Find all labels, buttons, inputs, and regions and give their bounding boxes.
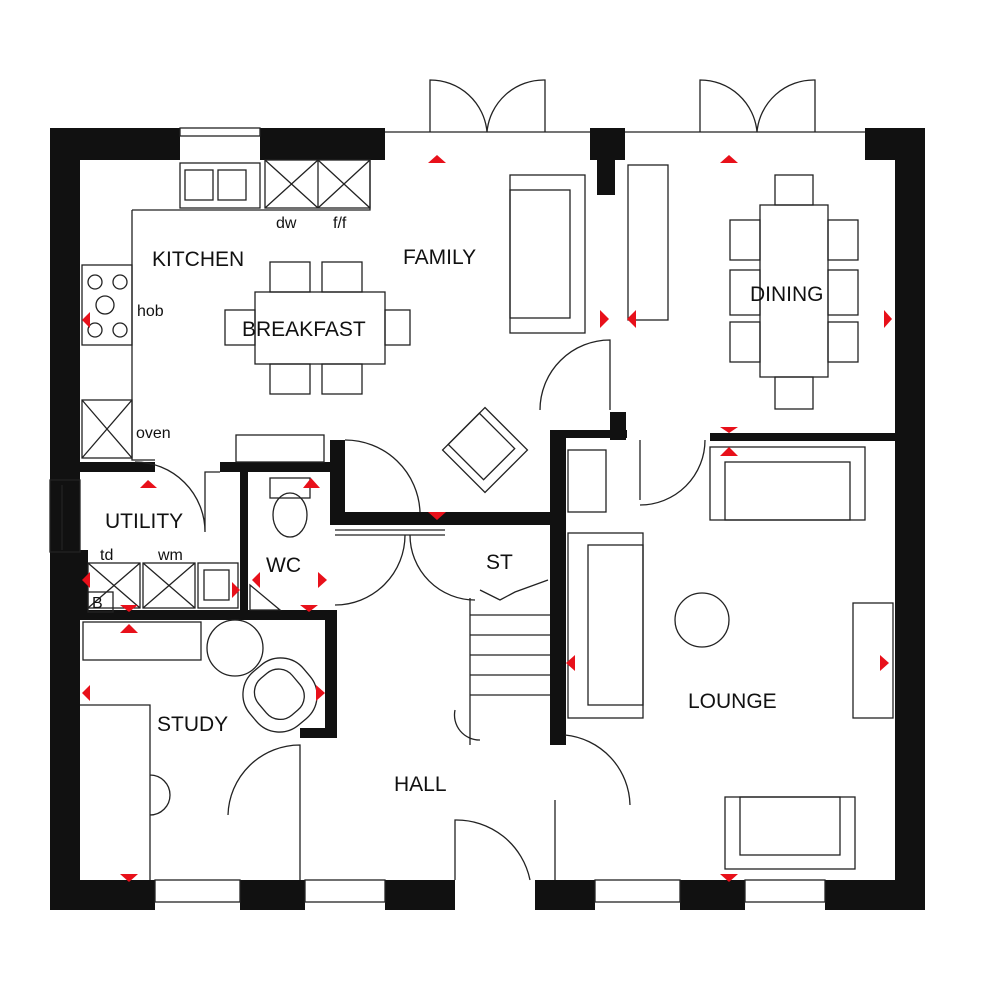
label-utility: UTILITY <box>105 510 183 533</box>
label-dw: dw <box>276 215 297 232</box>
label-breakfast: BREAKFAST <box>242 318 366 341</box>
radiator-markers <box>82 155 892 882</box>
label-family: FAMILY <box>403 246 476 269</box>
label-lounge: LOUNGE <box>688 690 777 713</box>
label-oven: oven <box>136 425 171 442</box>
windows-and-doors <box>49 79 865 903</box>
label-hall: HALL <box>394 773 447 796</box>
label-dining: DINING <box>750 283 824 306</box>
label-study: STUDY <box>157 713 228 736</box>
label-td: td <box>100 547 113 564</box>
label-hob: hob <box>137 303 164 320</box>
walls <box>50 128 925 910</box>
furniture <box>80 159 894 880</box>
label-wc: WC <box>266 554 301 577</box>
label-boiler: B <box>92 595 103 612</box>
label-st: ST <box>486 551 513 574</box>
label-kitchen: KITCHEN <box>152 248 244 271</box>
label-wm: wm <box>157 547 183 564</box>
label-ff: f/f <box>333 215 347 232</box>
room-labels: KITCHEN FAMILY DINING BREAKFAST UTILITY … <box>92 215 824 796</box>
